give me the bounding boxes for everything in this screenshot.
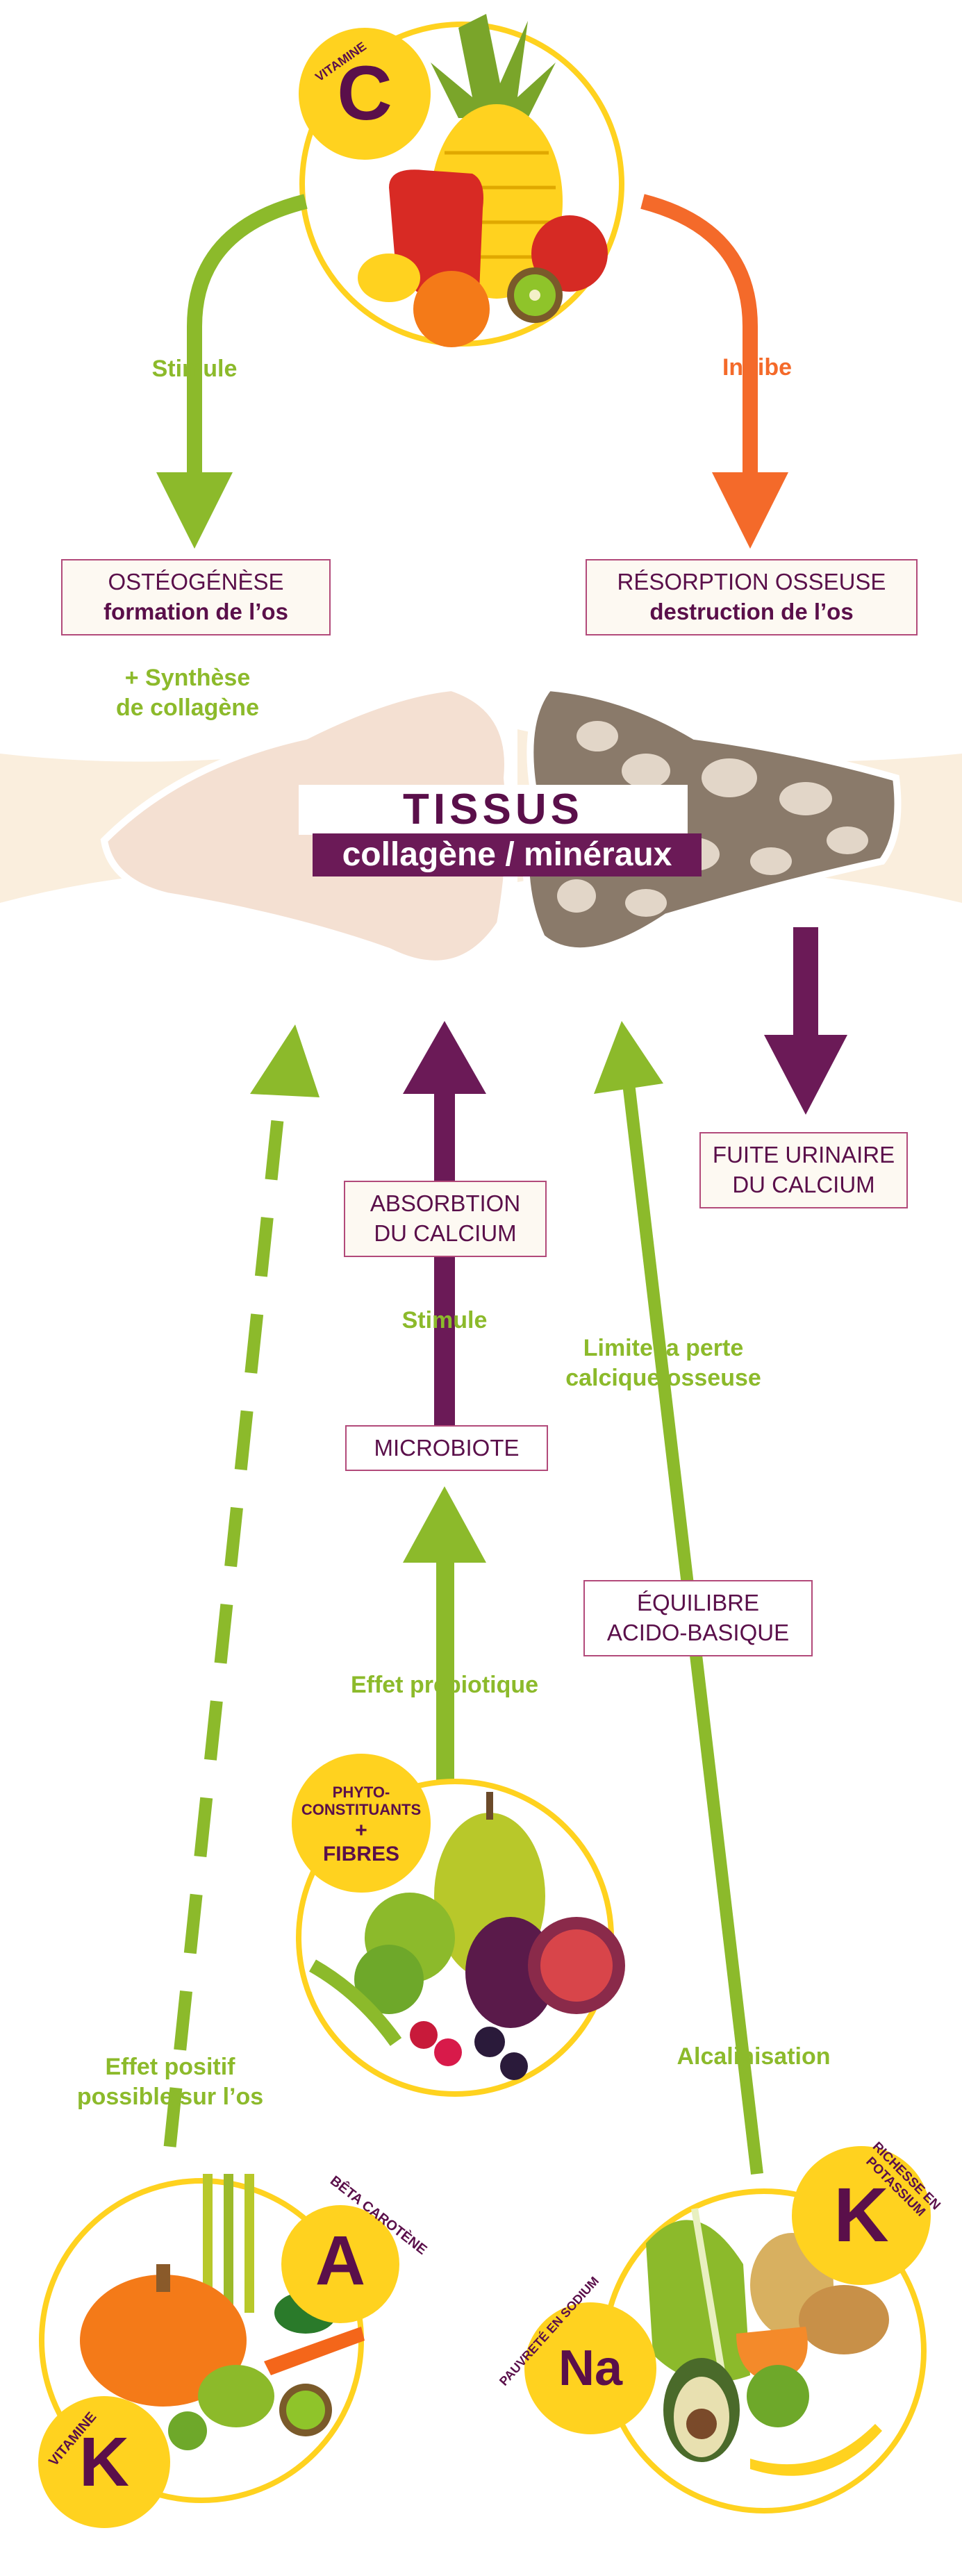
- synthese-collagene-label: + Synthèse de collagène: [69, 663, 306, 722]
- phyto-line2: CONSTITUANTS: [301, 1801, 422, 1819]
- resorption-box: RÉSORPTION OSSEUSE destruction de l’os: [586, 559, 918, 635]
- bone-title: TISSUS OSSEUX: [299, 785, 688, 883]
- phyto-plus: +: [355, 1818, 367, 1842]
- microbiote-label: MICROBIOTE: [374, 1434, 520, 1461]
- vitamin-c-letter: C: [337, 51, 392, 136]
- absorbtion-box: ABSORBTION DU CALCIUM: [344, 1181, 547, 1257]
- limite-line1: Limite la perte: [583, 1335, 744, 1361]
- fuite-arrow: [764, 1035, 847, 1115]
- resorption-title: RÉSORPTION OSSEUSE: [617, 569, 886, 595]
- limite-line2: calcique osseuse: [565, 1364, 761, 1391]
- equilibre-box: ÉQUILIBRE ACIDO-BASIQUE: [583, 1580, 813, 1656]
- prebiotique-label: Effet prébiotique: [350, 1672, 539, 1698]
- fuite-urinaire-box: FUITE URINAIRE DU CALCIUM: [699, 1132, 908, 1208]
- microbiote-box: MICROBIOTE: [345, 1425, 548, 1471]
- osteogenese-subtitle: formation de l’os: [103, 599, 288, 624]
- phyto-fruits-illustration: [309, 1792, 625, 2080]
- vitamin-k-letter: K: [78, 2423, 130, 2501]
- absorbtion-line2: DU CALCIUM: [374, 1220, 517, 1246]
- vitamin-c-badge: [299, 28, 431, 160]
- potassium-letter: K: [834, 2172, 889, 2258]
- phyto-badge-text: PHYTO- CONSTITUANTS + FIBRES: [292, 1784, 431, 1867]
- osteogenese-title: OSTÉOGÉNÈSE: [108, 569, 284, 595]
- sodium-letter: Na: [558, 2341, 623, 2396]
- inhibe-label: Inhibe: [722, 354, 793, 381]
- sodium-badge: [524, 2302, 656, 2434]
- fuite-line2: DU CALCIUM: [732, 1172, 875, 1197]
- absorbtion-line1: ABSORBTION: [370, 1190, 521, 1217]
- calcium-absorption-arrow: [403, 1021, 486, 1094]
- equilibre-line2: ACIDO-BASIQUE: [606, 1620, 790, 1645]
- synthese-line1: + Synthèse: [124, 665, 251, 691]
- effet-positif-label: Effet positif possible sur l’os: [56, 2052, 285, 2111]
- vitamin-c-fruits-illustration: [358, 14, 608, 347]
- vitamin-a-badge: [281, 2205, 399, 2323]
- osteogenese-box: OSTÉOGÉNÈSE formation de l’os: [61, 559, 331, 635]
- bone-subtitle: collagène / minéraux: [313, 833, 702, 876]
- inhibe-arrow: [640, 194, 758, 472]
- fuite-line1: FUITE URINAIRE: [712, 1142, 895, 1168]
- vitamin-a-letter: A: [315, 2222, 366, 2300]
- phyto-line1: PHYTO-: [332, 1784, 390, 1801]
- effet-positif-line2: possible sur l’os: [76, 2083, 264, 2110]
- prebiotique-arrow: [403, 1486, 486, 1563]
- phyto-line3: FIBRES: [322, 1843, 399, 1866]
- stimule-label: Stimule: [151, 356, 238, 382]
- alcalinisation-label: Alcalinisation: [677, 2043, 831, 2070]
- limite-perte-label: Limite la perte calcique osseuse: [549, 1333, 778, 1393]
- phyto-badge: [292, 1754, 431, 1893]
- vitamin-a-veg-illustration: [80, 2174, 365, 2450]
- potassium-badge: [792, 2146, 931, 2285]
- vitamin-k-badge: [38, 2396, 170, 2528]
- stimule-arrow: [187, 194, 308, 472]
- potassium-veg-illustration: [646, 2208, 889, 2476]
- synthese-line2: de collagène: [116, 694, 259, 721]
- resorption-subtitle: destruction de l’os: [649, 599, 854, 624]
- effet-positif-line1: Effet positif: [105, 2054, 235, 2080]
- stimule-mid-label: Stimule: [401, 1307, 488, 1333]
- equilibre-line1: ÉQUILIBRE: [636, 1590, 760, 1616]
